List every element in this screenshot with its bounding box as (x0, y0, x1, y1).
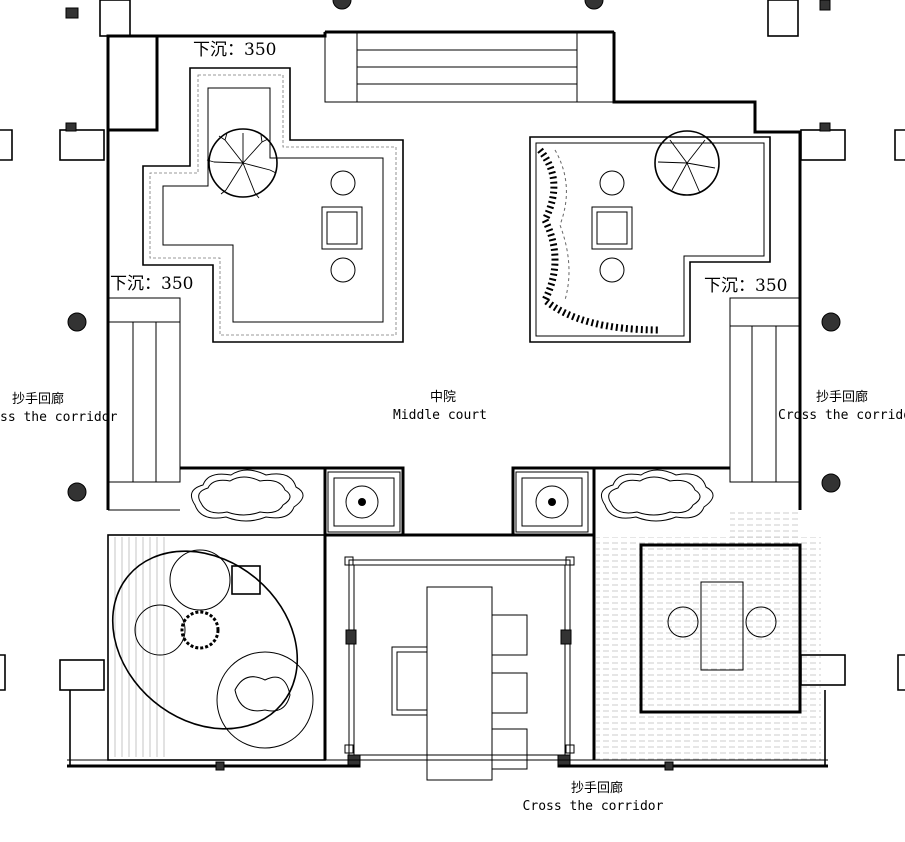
top-steps (324, 31, 615, 103)
middle-court-label-cn: 中院 (430, 390, 456, 405)
sunken-label-right: 下沉：350 (704, 276, 787, 296)
corridor-bottom-label-cn: 抄手回廊 (571, 780, 623, 796)
left-sunken-garden (142, 67, 404, 343)
middle-court-label-en: Middle court (393, 408, 487, 423)
outer-walls (106, 30, 802, 510)
corridor-right-label-en: Cross the corrido (778, 408, 905, 423)
ornament-boxes (327, 471, 589, 533)
bottom-left-garden (107, 534, 326, 761)
cloud-beds (190, 469, 714, 522)
column-fittings (0, 0, 905, 691)
left-corridor (107, 297, 181, 511)
sunken-label-mid-left: 下沉：350 (110, 274, 193, 294)
right-sunken-garden (529, 130, 771, 343)
corridor-left-label-en: ss the corridor (0, 410, 118, 425)
corridor-right-label-cn: 抄手回廊 (816, 389, 868, 405)
sunken-label-top-left: 下沉：350 (193, 40, 276, 60)
bottom-wall (67, 690, 828, 771)
columns (67, 0, 841, 502)
corridor-left-label-cn: 抄手回廊 (12, 391, 64, 407)
center-hall (344, 556, 575, 781)
corridor-bottom-label-en: Cross the corridor (523, 799, 664, 814)
bottom-right-pavilion (596, 537, 821, 760)
